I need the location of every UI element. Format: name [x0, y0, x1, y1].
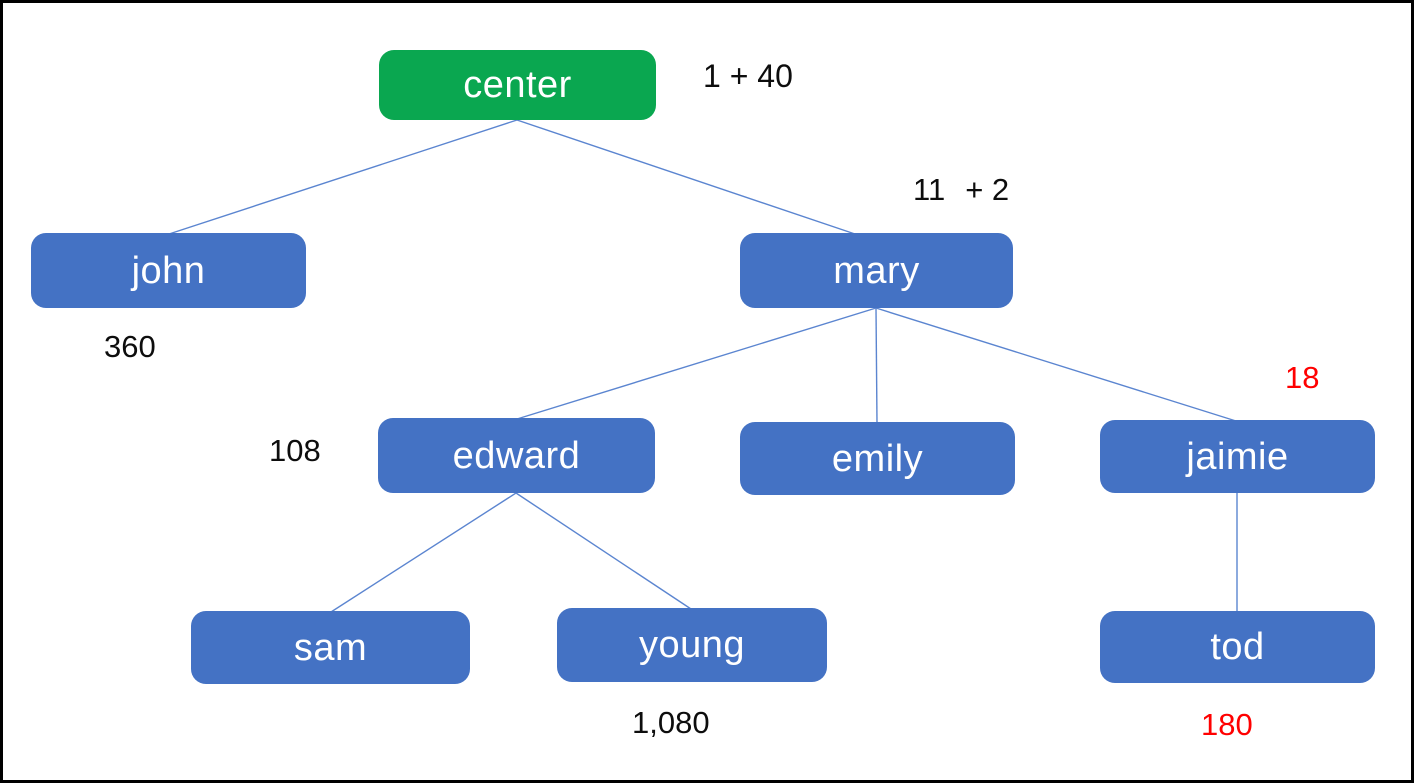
edge-center-mary	[516, 119, 856, 235]
annotation-young-value: 1,080	[632, 705, 710, 740]
edge-mary-edward	[516, 307, 877, 420]
annotation-tod-value: 180	[1201, 707, 1253, 742]
node-mary: mary	[740, 233, 1013, 308]
node-edward: edward	[378, 418, 655, 493]
annotation-center-value: 1 + 40	[703, 58, 793, 94]
annotation-mary-value-group: 11 + 2	[913, 174, 1009, 205]
edge-mary-jaimie	[875, 307, 1237, 422]
node-john: john	[31, 233, 306, 308]
annotation-jaimie-value: 18	[1285, 360, 1320, 395]
edge-edward-young	[515, 492, 692, 610]
node-sam: sam	[191, 611, 470, 684]
edge-center-john	[168, 119, 518, 235]
annotation-mary-value: 11	[913, 172, 946, 207]
annotation-mary-delta: + 2	[965, 172, 1010, 207]
node-jaimie: jaimie	[1100, 420, 1375, 493]
node-young: young	[557, 608, 827, 682]
annotation-edward-value: 108	[269, 433, 321, 468]
connector-lines	[168, 119, 1238, 613]
node-emily: emily	[740, 422, 1015, 495]
node-center: center	[379, 50, 656, 120]
annotation-john-value: 360	[104, 329, 156, 364]
edge-mary-emily	[875, 307, 878, 424]
edge-edward-sam	[330, 492, 517, 613]
node-tod: tod	[1100, 611, 1375, 683]
